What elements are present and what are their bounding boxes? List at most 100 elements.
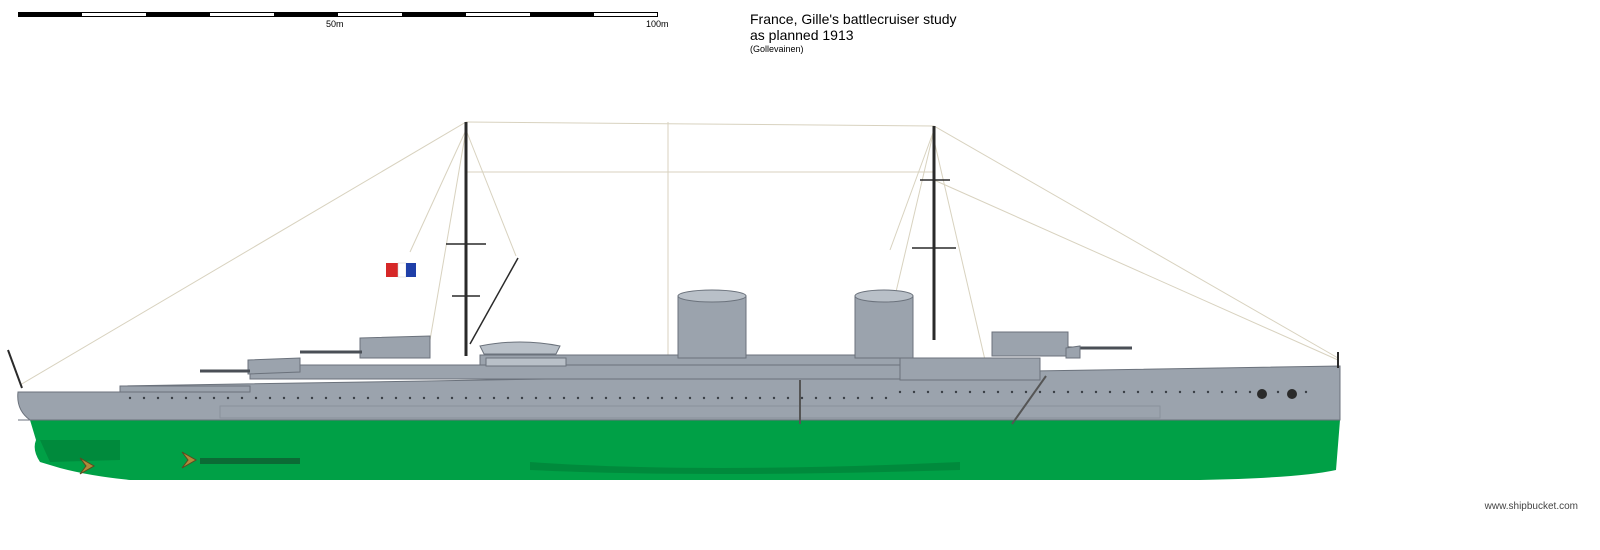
porthole: [870, 396, 874, 400]
stern-ornaments: [1257, 389, 1297, 399]
porthole: [1304, 390, 1308, 394]
porthole: [1150, 390, 1154, 394]
porthole: [198, 396, 202, 400]
porthole: [548, 396, 552, 400]
porthole: [856, 396, 860, 400]
porthole: [394, 396, 398, 400]
porthole: [1080, 390, 1084, 394]
porthole: [1024, 390, 1028, 394]
porthole: [422, 396, 426, 400]
porthole: [324, 396, 328, 400]
masts: [464, 122, 936, 356]
boats: [479, 341, 567, 367]
porthole: [506, 396, 510, 400]
porthole: [254, 396, 258, 400]
porthole: [590, 396, 594, 400]
porthole: [940, 390, 944, 394]
porthole: [926, 390, 930, 394]
porthole: [1234, 390, 1238, 394]
porthole: [758, 396, 762, 400]
portholes: [128, 390, 1308, 400]
porthole: [884, 396, 888, 400]
porthole: [772, 396, 776, 400]
porthole: [352, 396, 356, 400]
porthole: [716, 396, 720, 400]
scale-bar: [18, 12, 658, 17]
rigging-lines: [19, 121, 1339, 386]
porthole: [464, 396, 468, 400]
porthole: [800, 396, 804, 400]
porthole: [1136, 390, 1140, 394]
porthole: [1122, 390, 1126, 394]
porthole: [226, 396, 230, 400]
porthole: [982, 390, 986, 394]
porthole: [156, 396, 160, 400]
funnels: [677, 289, 914, 359]
porthole: [170, 396, 174, 400]
porthole: [702, 396, 706, 400]
porthole: [450, 396, 454, 400]
porthole: [954, 390, 958, 394]
porthole: [380, 396, 384, 400]
porthole: [1248, 390, 1252, 394]
porthole: [184, 396, 188, 400]
porthole: [520, 396, 524, 400]
porthole: [604, 396, 608, 400]
porthole: [618, 396, 622, 400]
porthole: [968, 390, 972, 394]
porthole: [212, 396, 216, 400]
porthole: [366, 396, 370, 400]
porthole: [912, 390, 916, 394]
superstructure: [119, 354, 1041, 393]
porthole: [282, 396, 286, 400]
porthole: [786, 396, 790, 400]
title-block: France, Gille's battlecruiser study as p…: [750, 11, 957, 55]
porthole: [1276, 390, 1280, 394]
porthole: [310, 396, 314, 400]
porthole: [730, 396, 734, 400]
porthole: [1178, 390, 1182, 394]
propellers: [79, 451, 198, 475]
title-line-1: France, Gille's battlecruiser study: [750, 11, 957, 27]
porthole: [478, 396, 482, 400]
french-flag: [386, 262, 416, 278]
mast-yards: [446, 179, 956, 345]
porthole: [562, 396, 566, 400]
turrets: [200, 331, 1132, 375]
porthole: [1192, 390, 1196, 394]
porthole: [128, 396, 132, 400]
author-credit: (Gollevainen): [750, 44, 804, 54]
porthole: [1038, 390, 1042, 394]
porthole: [534, 396, 538, 400]
title-line-2: as planned 1913: [750, 27, 854, 43]
porthole: [1220, 390, 1224, 394]
source-credit: www.shipbucket.com: [1484, 501, 1578, 512]
porthole: [1066, 390, 1070, 394]
flagstaffs: [7, 349, 1339, 389]
scale-label-50m: 50m: [326, 19, 344, 29]
porthole: [296, 396, 300, 400]
porthole: [744, 396, 748, 400]
porthole: [674, 396, 678, 400]
porthole: [492, 396, 496, 400]
porthole: [898, 390, 902, 394]
scale-label-100m: 100m: [646, 19, 669, 29]
porthole: [660, 396, 664, 400]
porthole: [576, 396, 580, 400]
porthole: [142, 396, 146, 400]
porthole: [688, 396, 692, 400]
porthole: [1010, 390, 1014, 394]
porthole: [632, 396, 636, 400]
porthole: [842, 396, 846, 400]
porthole: [1052, 390, 1056, 394]
porthole: [268, 396, 272, 400]
porthole: [436, 396, 440, 400]
porthole: [996, 390, 1000, 394]
porthole: [828, 396, 832, 400]
porthole: [240, 396, 244, 400]
porthole: [1094, 390, 1098, 394]
porthole: [1206, 390, 1210, 394]
porthole: [1108, 390, 1112, 394]
porthole: [338, 396, 342, 400]
